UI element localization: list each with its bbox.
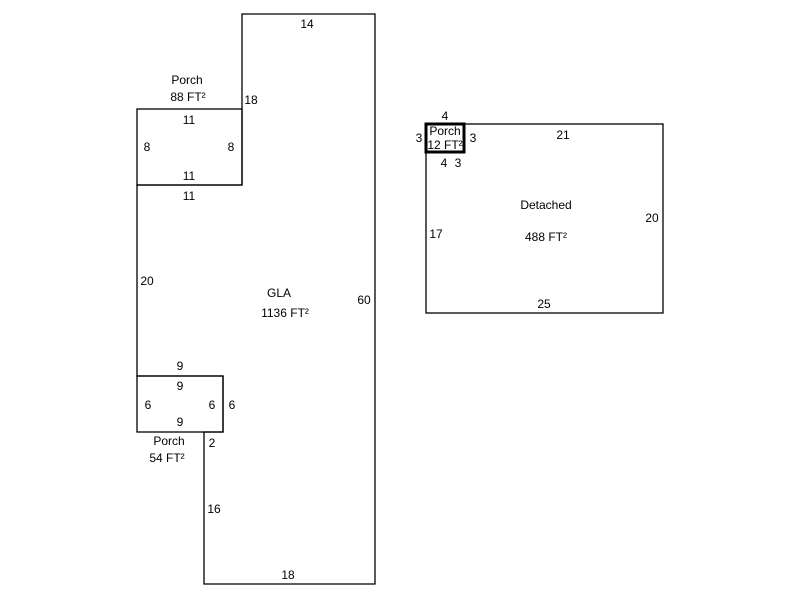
porch-upper-outline (136, 108, 243, 186)
dim: 9 (177, 415, 184, 429)
dim: 11 (183, 113, 196, 127)
dim: 16 (207, 502, 221, 516)
porch-lower-area: 54 FT² (149, 451, 184, 465)
dim: 18 (281, 568, 295, 582)
dim: 11 (183, 169, 196, 183)
gla-area: 1136 FT² (261, 306, 309, 320)
dim: 9 (177, 359, 184, 373)
dim: 20 (645, 211, 659, 225)
detached-label: Detached (520, 198, 571, 212)
porch-small-outline (424, 122, 466, 154)
porch-small-label: Porch (429, 124, 460, 138)
dim: 3 (455, 156, 462, 170)
dim: 11 (183, 189, 196, 203)
dim: 21 (556, 128, 570, 142)
porch-upper-label: Porch (171, 73, 202, 87)
porch-small-area: 12 FT² (427, 138, 462, 152)
porch-upper-area: 88 FT² (170, 90, 205, 104)
dim: 18 (244, 93, 258, 107)
dim: 3 (470, 131, 477, 145)
dim: 14 (300, 17, 314, 31)
dim: 8 (144, 140, 151, 154)
dim: 4 (442, 109, 449, 123)
dim: 6 (229, 398, 236, 412)
detached-area: 488 FT² (525, 230, 567, 244)
dim: 4 (441, 156, 448, 170)
porch-lower-outline (136, 375, 224, 433)
dim: 3 (416, 131, 423, 145)
detached-outline (425, 123, 664, 314)
dim: 20 (140, 274, 154, 288)
dim: 2 (209, 436, 216, 450)
dim: 6 (145, 398, 152, 412)
dim: 9 (177, 379, 184, 393)
gla-label: GLA (267, 286, 291, 300)
dim: 8 (228, 140, 235, 154)
dim: 25 (537, 297, 551, 311)
dim: 6 (209, 398, 216, 412)
porch-lower-label: Porch (153, 434, 184, 448)
dim: 60 (357, 293, 371, 307)
dim: 17 (429, 227, 443, 241)
